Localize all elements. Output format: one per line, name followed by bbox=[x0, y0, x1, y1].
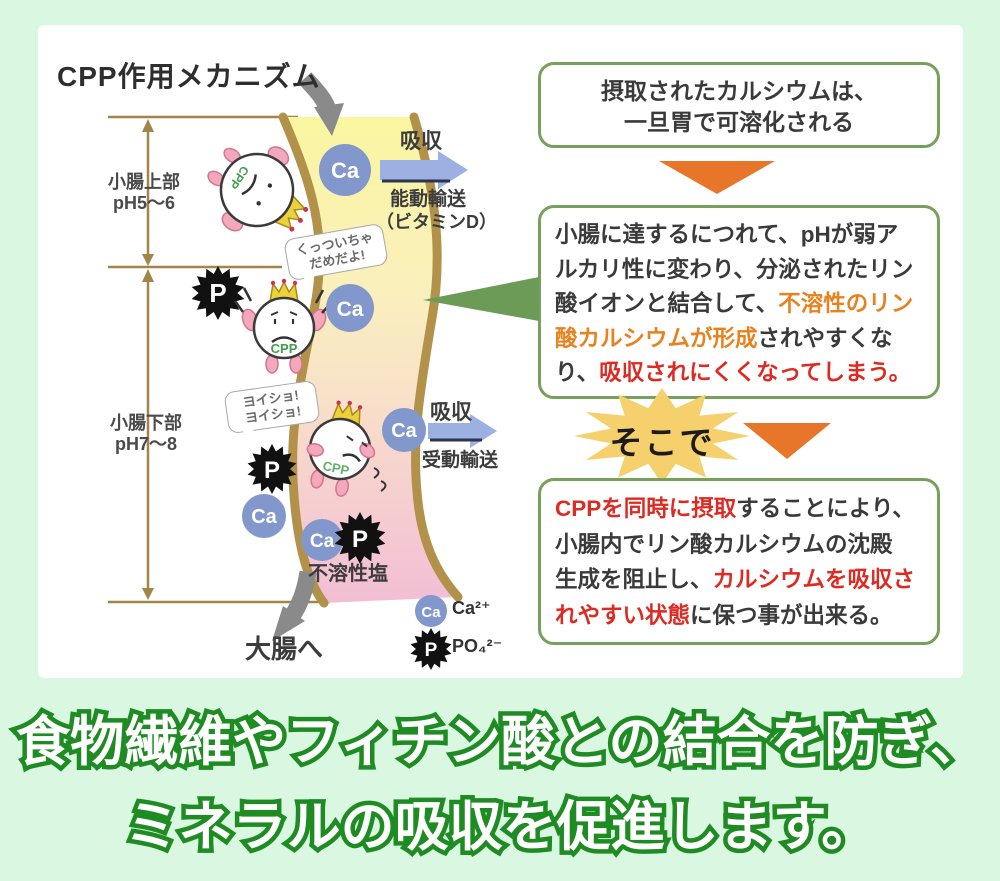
flow-box-solution-text: CPPを同時に摂取することにより、小腸内でリン酸カルシウムの沈殿生成を阻止し、カ… bbox=[541, 481, 937, 633]
flow-box-stomach-text: 摂取されたカルシウムは、 一旦胃で可溶化される bbox=[601, 78, 877, 135]
svg-text:Ca: Ca bbox=[310, 531, 335, 552]
svg-text:Ca: Ca bbox=[331, 158, 360, 183]
svg-text:Ca: Ca bbox=[421, 604, 441, 621]
svg-text:Ca: Ca bbox=[251, 506, 277, 528]
insoluble-salt-label: 不溶性塩 bbox=[308, 563, 388, 585]
calcium-icon-middle: Ca bbox=[326, 284, 374, 332]
cpp-character-bottom: CPP bbox=[306, 400, 376, 497]
legend-p-icon: P bbox=[410, 628, 452, 670]
text-segment: 不溶性のリン bbox=[778, 291, 914, 316]
legend-ca-icon: Ca bbox=[415, 595, 447, 627]
svg-text:P: P bbox=[425, 640, 438, 661]
flow-box-solution: CPPを同時に摂取することにより、小腸内でリン酸カルシウムの沈殿生成を阻止し、カ… bbox=[538, 478, 940, 645]
legend-ca-label: Ca²⁺ bbox=[452, 598, 491, 618]
text-segment: 酸カルシウムが形成 bbox=[555, 325, 758, 351]
calcium-icon-pushed: Ca bbox=[382, 408, 426, 452]
to-colon-label: 大腸へ bbox=[245, 634, 324, 664]
text-segment: 酸イオンと結合して、 bbox=[555, 291, 779, 316]
intestine-wall-left bbox=[278, 112, 329, 608]
measurement-lines bbox=[108, 115, 330, 604]
svg-text:P: P bbox=[264, 457, 280, 484]
svg-text:Ca: Ca bbox=[391, 420, 417, 442]
text-segment: CPPを同時に摂取 bbox=[555, 496, 737, 521]
banner-line-1: 食物繊維やフィチン酸との結合を防ぎ、 bbox=[12, 708, 989, 777]
text-segment: することにより、 bbox=[736, 496, 915, 521]
cpp-label: CPP bbox=[321, 458, 351, 478]
text-segment: 吸収されにくくなってしまう。 bbox=[599, 360, 912, 385]
calcium-icon-lower: Ca bbox=[242, 494, 286, 538]
calcium-icon-top: Ca bbox=[319, 144, 371, 196]
svg-text:Ca: Ca bbox=[337, 298, 364, 321]
flow-box-problem-text: 小腸に達するにつれて、pHが弱アルカリ性に変わり、分泌されたリン酸イオンと結合し… bbox=[541, 208, 937, 391]
passive-transport-label: 受動輸送 bbox=[422, 450, 499, 471]
callout-arrow-left-icon bbox=[423, 277, 539, 321]
phosphate-icon-top: P bbox=[191, 266, 245, 320]
diagram-title: CPP作用メカニズム bbox=[57, 61, 321, 92]
passive-transport-arrow-icon bbox=[428, 414, 497, 448]
text-segment: に保つ事が出来る。 bbox=[690, 602, 893, 628]
insoluble-salt-pair: Ca P bbox=[301, 512, 386, 564]
text-segment: ルカリ性に変わり、分泌されたリン bbox=[555, 256, 914, 282]
flow-down-arrow-1-icon bbox=[659, 161, 775, 194]
absorption-label-top: 吸収 bbox=[400, 130, 442, 153]
active-transport-arrow-icon bbox=[380, 151, 468, 189]
svg-text:P: P bbox=[209, 278, 226, 308]
lower-intestine-label: 小腸下部 pH7〜8 bbox=[110, 413, 182, 454]
sokode-starburst-icon bbox=[574, 388, 750, 484]
legend-p-label: PO₄²⁻ bbox=[452, 636, 503, 656]
sokode-label: そこで bbox=[609, 424, 715, 461]
banner-line-2: ミネラルの吸収を促進します。 bbox=[120, 793, 880, 862]
outflow-arrow-icon bbox=[272, 570, 317, 641]
upper-intestine-label: 小腸上部 pH5〜6 bbox=[108, 172, 180, 213]
flow-down-arrow-2-icon bbox=[743, 423, 831, 459]
text-segment: 生成を阻止し、 bbox=[555, 567, 713, 592]
text-segment: れやすい状態 bbox=[555, 602, 691, 628]
absorption-label-bottom: 吸収 bbox=[430, 401, 472, 424]
flow-box-stomach: 摂取されたカルシウムは、 一旦胃で可溶化される bbox=[538, 62, 940, 148]
svg-text:P: P bbox=[352, 526, 368, 553]
phosphate-icon-middle: P bbox=[247, 444, 297, 494]
text-segment: 小腸に達するにつれて、pHが弱ア bbox=[555, 222, 899, 247]
measurement-arrowheads bbox=[142, 119, 154, 600]
inflow-arrow-icon bbox=[298, 72, 344, 136]
vitamin-d-label: （ビタミンD） bbox=[376, 212, 497, 232]
intestine-wall-right bbox=[409, 112, 463, 602]
text-segment: されやすくな bbox=[757, 325, 893, 351]
text-segment: カルシウムを吸収さ bbox=[712, 567, 916, 592]
text-segment: 小腸内でリン酸カルシウムの沈殿 bbox=[555, 531, 893, 557]
cpp-character-top: CPP bbox=[207, 146, 309, 232]
flow-box-problem: 小腸に達するにつれて、pHが弱アルカリ性に変わり、分泌されたリン酸イオンと結合し… bbox=[538, 205, 940, 399]
cpp-label: CPP bbox=[271, 341, 298, 356]
cpp-character-middle: CPP bbox=[241, 278, 327, 374]
text-segment: り、 bbox=[555, 360, 600, 385]
push-squiggle bbox=[373, 467, 387, 492]
active-transport-label: 能動輸送 bbox=[390, 189, 467, 210]
